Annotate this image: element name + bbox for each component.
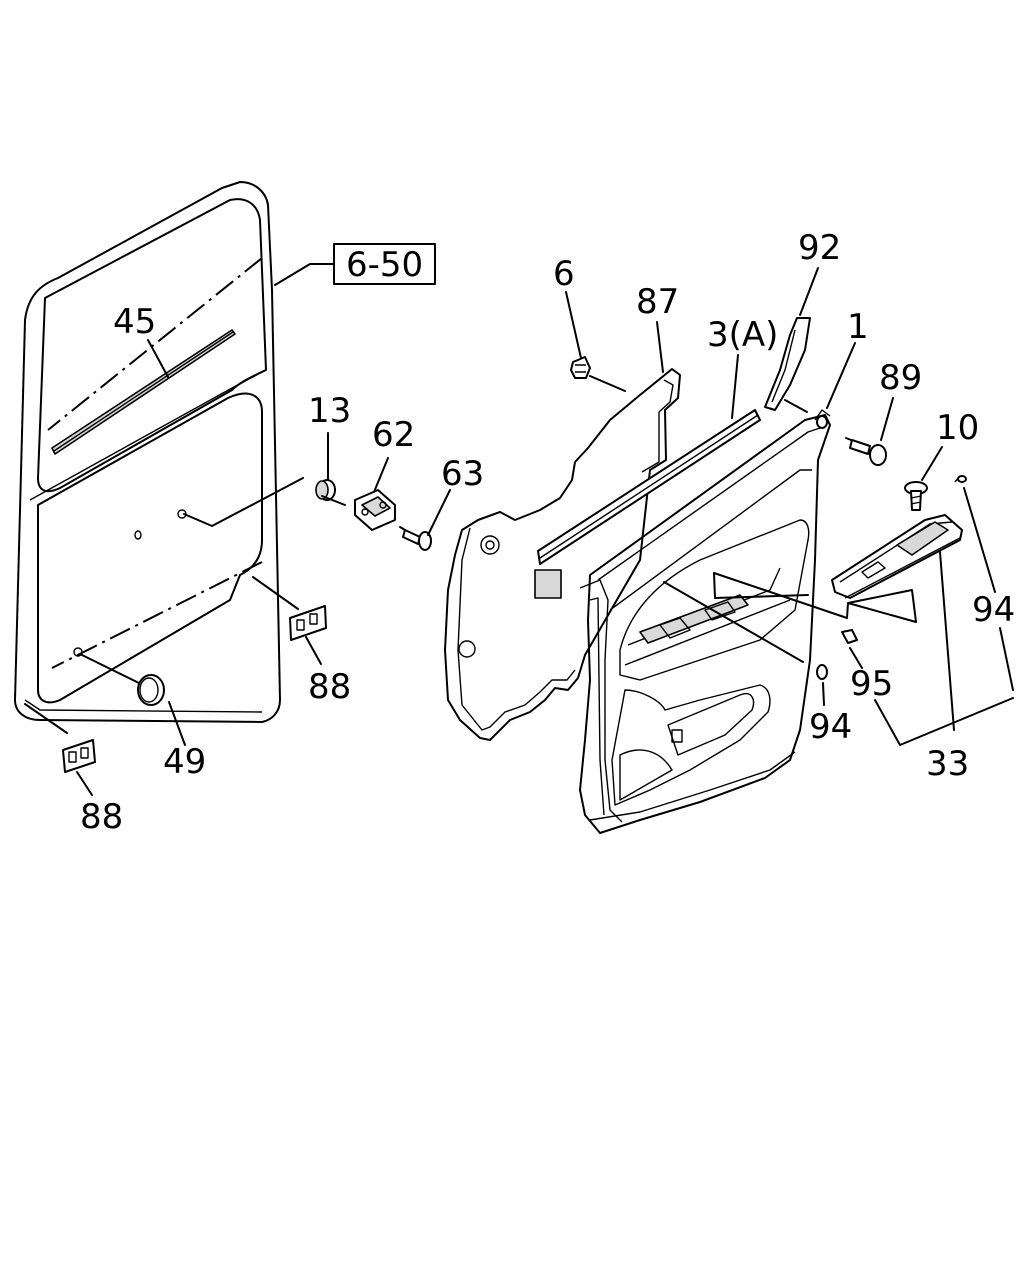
- callout-10: 10: [936, 408, 979, 448]
- callout-33: 33: [926, 744, 969, 784]
- part-3a-upper-trim-strip: [537, 409, 761, 565]
- reference-box-6-50: 6-50: [274, 243, 436, 286]
- callout-89: 89: [879, 358, 922, 398]
- part-49-plug: [137, 674, 165, 706]
- part-92-garnish: [764, 317, 811, 411]
- part-63-screw: [402, 529, 432, 551]
- callout-49: 49: [163, 742, 206, 782]
- callout-88-upper: 88: [308, 667, 351, 707]
- part-33-switch-bezel: [831, 514, 963, 599]
- part-94-clip-lower: [816, 664, 828, 680]
- part-88-clip-lower: [62, 739, 96, 773]
- part-89-screw: [849, 439, 887, 466]
- callout-92: 92: [798, 228, 841, 268]
- part-88-clip-upper: [289, 605, 327, 641]
- part-6-clip: [570, 356, 591, 379]
- leader-lines: [24, 267, 1014, 796]
- part-62-bracket: [354, 489, 396, 531]
- callout-88-lower: 88: [80, 797, 123, 837]
- part-87-moisture-seal: [444, 368, 681, 741]
- part-10-screw: [904, 481, 928, 511]
- callout-87: 87: [636, 282, 679, 322]
- part-94-clip-upper: [954, 475, 967, 483]
- part-1-door-trim-panel: [579, 409, 831, 834]
- part-45-belt-strip: [51, 329, 236, 455]
- callout-95: 95: [850, 664, 893, 704]
- door-panel: [14, 181, 281, 723]
- callout-45: 45: [113, 302, 156, 342]
- callout-6: 6: [553, 254, 575, 294]
- callout-63: 63: [441, 454, 484, 494]
- callout-94-right: 94: [972, 590, 1015, 630]
- part-13-bushing: [315, 479, 336, 501]
- callout-3a: 3(A): [707, 315, 778, 355]
- callout-labels: 45 13 62 63 88 49 88 6 87 3(A) 92 1 89 1…: [80, 228, 1015, 837]
- callout-62: 62: [372, 415, 415, 455]
- callout-13: 13: [308, 391, 351, 431]
- part-95-clip: [841, 629, 858, 644]
- callout-1: 1: [847, 307, 869, 347]
- ref-box-label: 6-50: [346, 245, 423, 285]
- callout-94-lower: 94: [809, 707, 852, 747]
